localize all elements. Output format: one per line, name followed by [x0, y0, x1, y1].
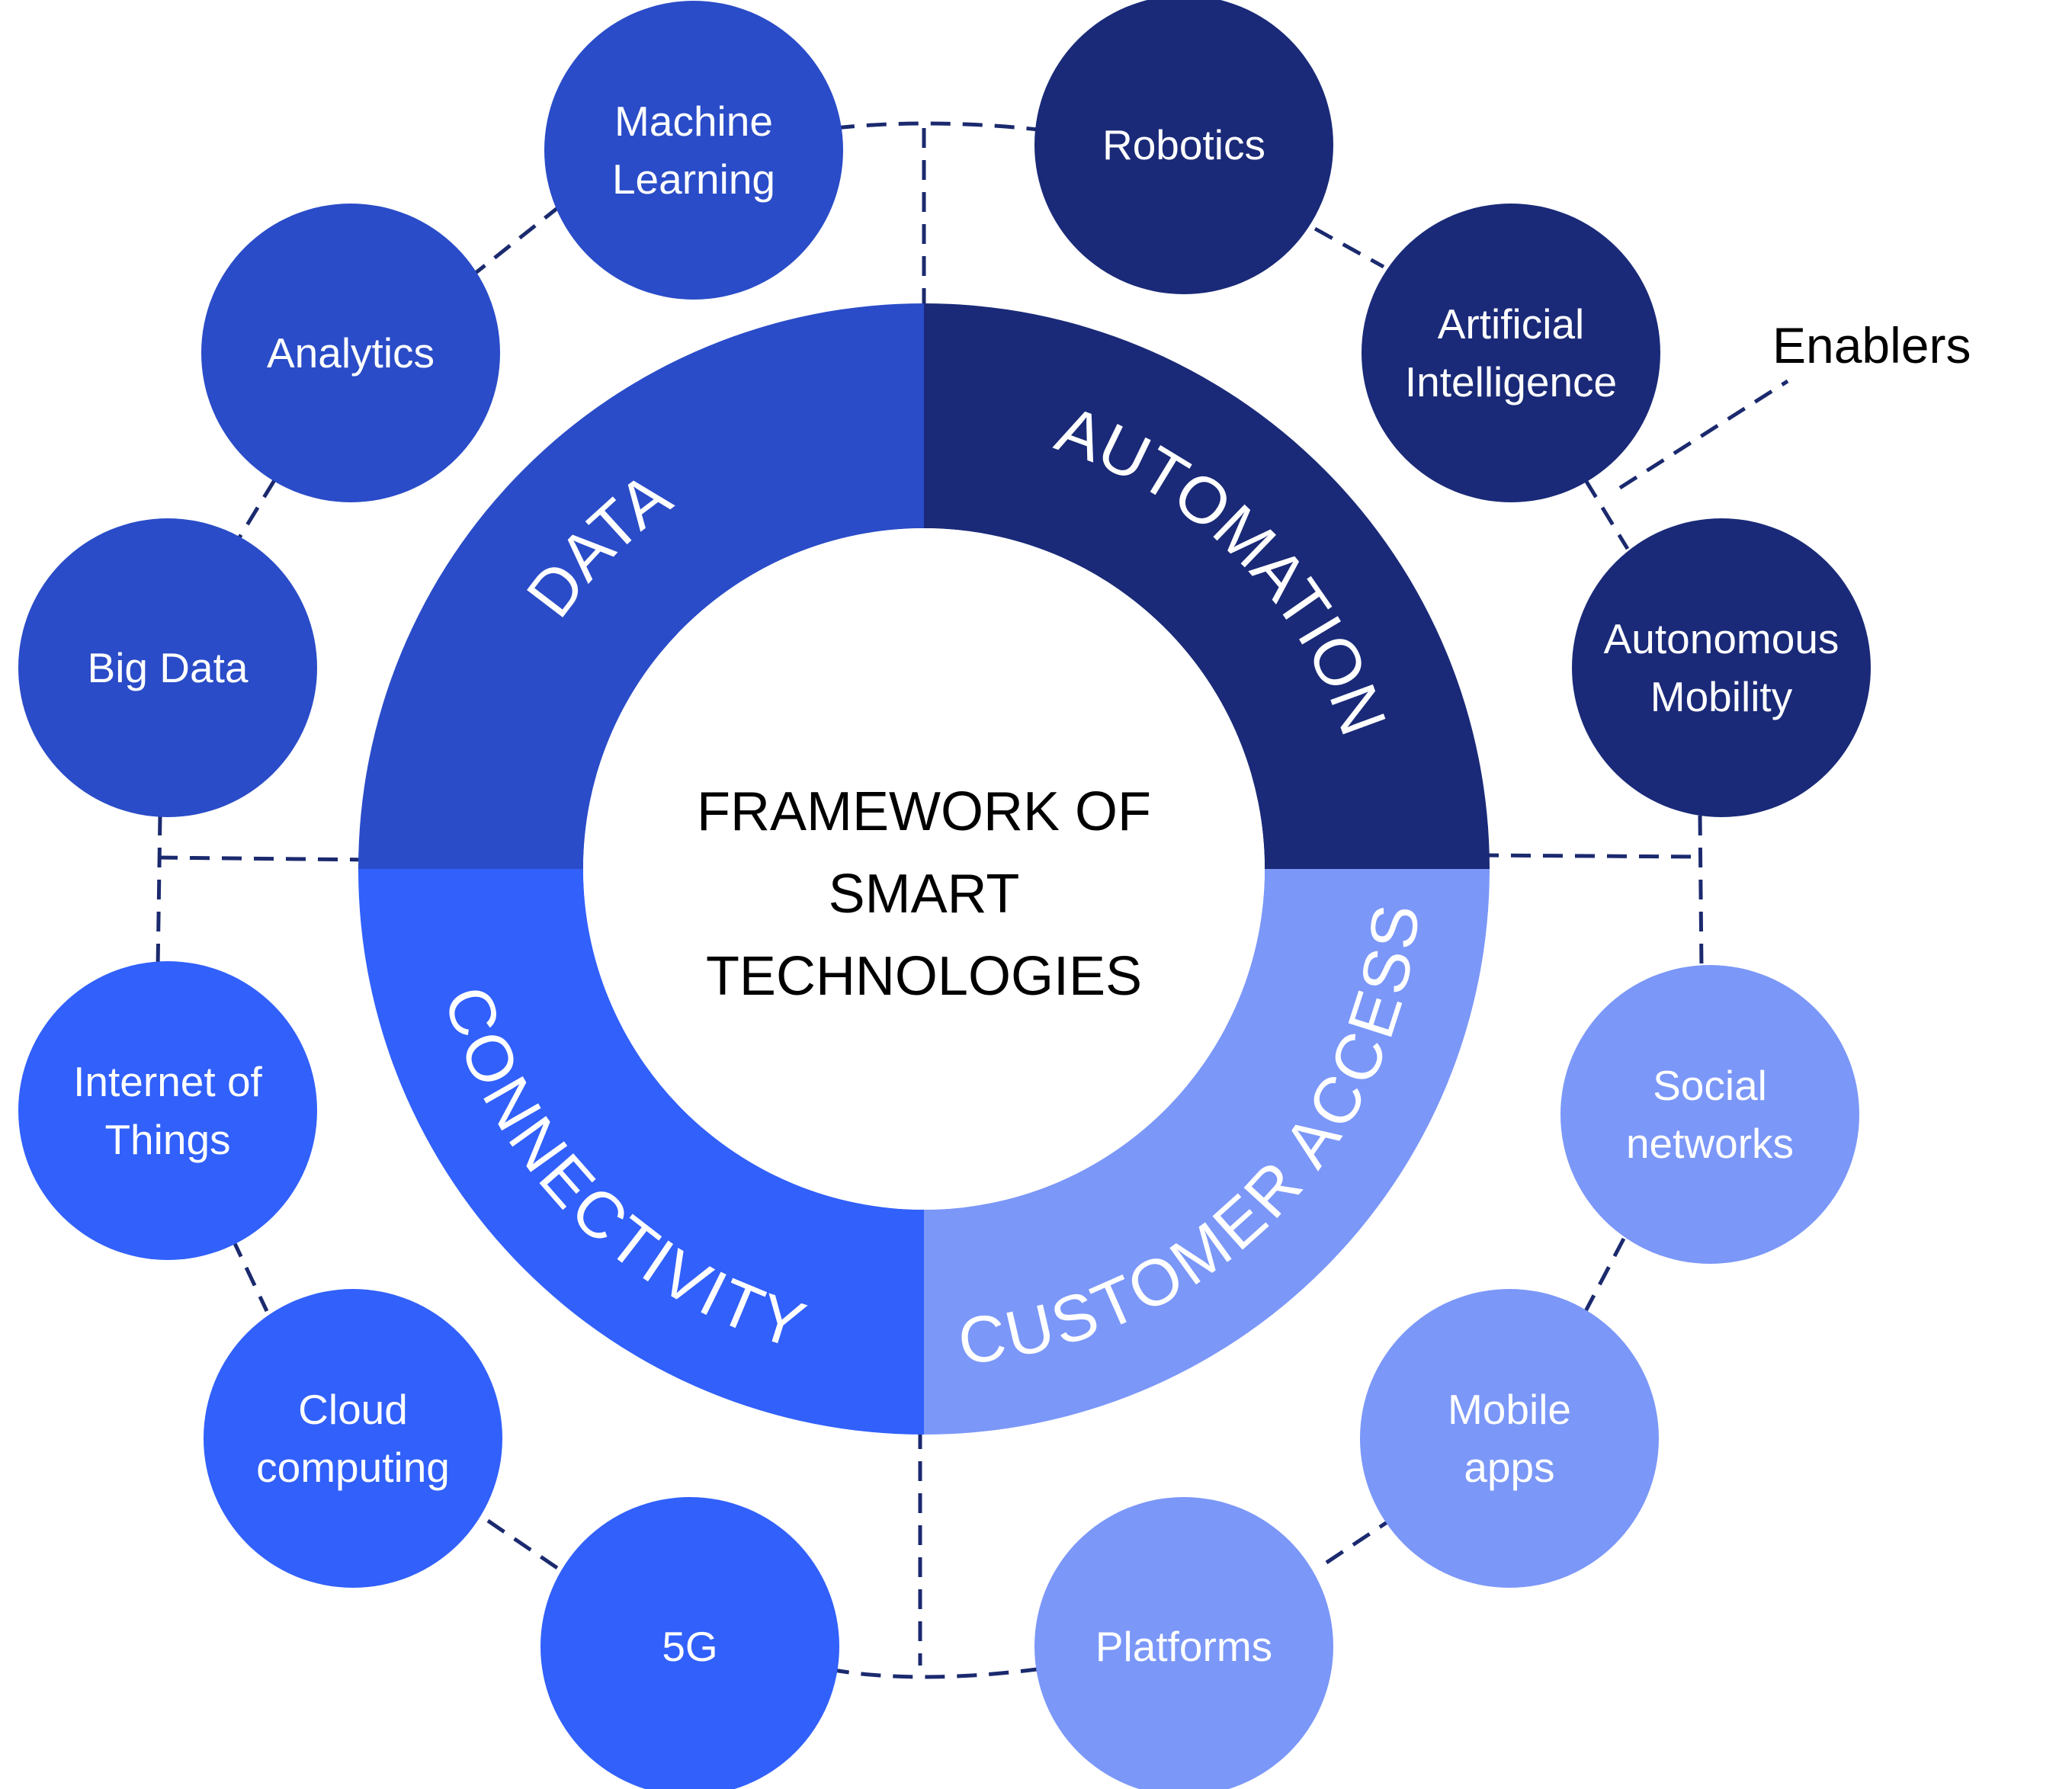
node-label-social-networks-line-2: networks [1626, 1120, 1794, 1167]
node-label-big-data-line-1: Big Data [88, 644, 249, 691]
center-circle [583, 528, 1265, 1210]
dashed-connectors [156, 121, 1789, 1679]
dashed-connector-14 [1583, 479, 1630, 550]
dashed-connector-13 [1313, 226, 1385, 269]
node-label-5g-line-1: 5G [662, 1623, 717, 1670]
dashed-connector-16 [1325, 1515, 1397, 1565]
node-label-artificial-intelligence-line-2: Intelligence [1405, 358, 1617, 406]
dashed-connector-8 [1698, 815, 1704, 969]
segment-customer-access [924, 869, 1490, 1435]
node-circle-cloud-computing [204, 1289, 502, 1588]
dashed-connector-4 [1478, 853, 1702, 859]
node-circle-big-data [18, 518, 317, 817]
node-label-mobile-apps-line-2: apps [1464, 1444, 1554, 1491]
node-social-networks: Social networks [1560, 965, 1859, 1264]
node-circle-artificial-intelligence [1362, 204, 1660, 502]
node-label-autonomous-mobility-line-1: Autonomous [1604, 615, 1839, 662]
dashed-connector-7 [156, 815, 162, 969]
dashed-connector-15 [1583, 1237, 1626, 1313]
dashed-connector-3 [157, 855, 374, 862]
node-analytics: Analytics [201, 204, 500, 502]
center-title-line-1: FRAMEWORK OF [697, 781, 1151, 842]
node-circle-platforms [1034, 1497, 1333, 1789]
enablers-annotation: Enablers [1772, 317, 1971, 374]
node-platforms: Platforms [1034, 1497, 1333, 1789]
dashed-connector-12 [486, 1518, 573, 1580]
node-label-autonomous-mobility-line-2: Mobility [1650, 673, 1793, 720]
node-robotics: Robotics [1034, 0, 1333, 294]
center-title-line-2: SMART [829, 864, 1020, 925]
dashed-connector-17 [1618, 379, 1789, 490]
node-label-mobile-apps-line-1: Mobile [1448, 1386, 1571, 1433]
node-cloud-computing: Cloud computing [204, 1289, 502, 1588]
node-big-data: Big Data [18, 518, 317, 817]
node-label-machine-learning-line-1: Machine [614, 98, 773, 145]
node-label-artificial-intelligence-line-1: Artificial [1438, 300, 1585, 348]
node-label-social-networks-line-1: Social [1653, 1062, 1767, 1109]
segment-automation [924, 303, 1490, 869]
node-5g: 5G [540, 1497, 839, 1789]
dashed-connector-6 [829, 1667, 1038, 1679]
node-circle-robotics [1034, 0, 1333, 294]
dashed-connector-5 [834, 121, 1039, 132]
segment-connectivity [358, 869, 924, 1435]
node-label-platforms-line-1: Platforms [1095, 1623, 1272, 1670]
node-label-cloud-computing-line-1: Cloud [298, 1386, 408, 1433]
node-label-cloud-computing-line-2: computing [256, 1444, 450, 1491]
node-label-internet-of-things-line-1: Internet of [73, 1058, 262, 1105]
center-title-line-3: TECHNOLOGIES [706, 946, 1142, 1007]
node-circle-5g [540, 1497, 839, 1789]
node-mobile-apps: Mobile apps [1360, 1289, 1659, 1588]
node-circle-machine-learning [544, 1, 843, 300]
node-label-analytics-line-1: Analytics [267, 329, 435, 377]
enablers-label: Enablers [1772, 317, 1971, 374]
segment-data [358, 303, 924, 869]
node-label-machine-learning-line-2: Learning [612, 155, 775, 203]
dashed-connector-11 [230, 1237, 269, 1313]
center-hub: FRAMEWORK OF SMART TECHNOLOGIES [583, 528, 1265, 1210]
dashed-connector-9 [467, 204, 562, 280]
node-circle-internet-of-things [18, 961, 317, 1260]
node-internet-of-things: Internet of Things [18, 961, 317, 1260]
node-circle-analytics [201, 204, 500, 502]
node-circle-autonomous-mobility [1572, 518, 1871, 817]
node-circle-mobile-apps [1360, 1289, 1659, 1588]
node-circle-social-networks [1560, 965, 1859, 1264]
node-label-internet-of-things-line-2: Things [104, 1116, 230, 1163]
node-label-robotics-line-1: Robotics [1102, 121, 1265, 168]
